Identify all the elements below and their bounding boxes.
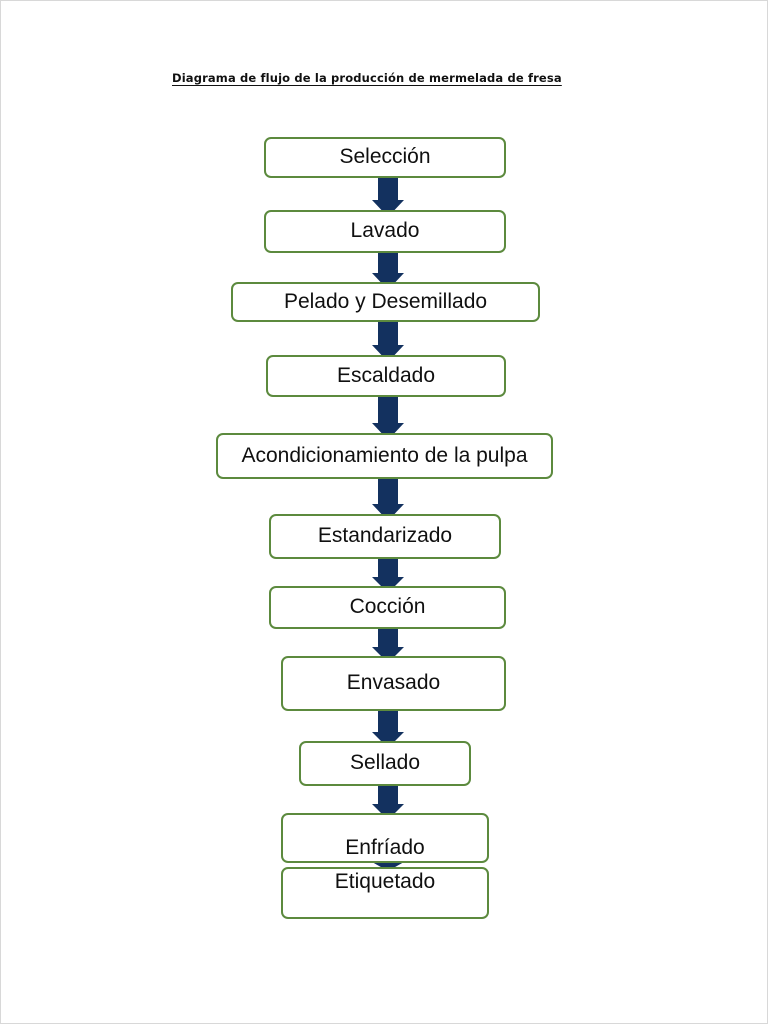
flow-arrow-down-icon <box>372 705 404 748</box>
flow-step-box[interactable]: Etiquetado <box>281 867 489 919</box>
flow-arrow-down-icon <box>372 391 404 440</box>
flow-arrow-down-icon <box>372 553 404 593</box>
flow-arrow-down-icon <box>372 246 404 290</box>
flow-step-box[interactable]: Envasado <box>281 656 506 711</box>
flow-step-label: Pelado y Desemillado <box>283 289 488 313</box>
flow-step-label: Sellado <box>349 751 421 775</box>
flow-step-label: Envasado <box>346 671 441 695</box>
flow-arrow-down-icon <box>372 315 404 362</box>
flow-arrow-down-icon <box>372 171 404 217</box>
flow-step-box[interactable]: Enfríado <box>281 813 489 863</box>
flow-step-box[interactable]: Cocción <box>269 586 506 629</box>
flow-step-box[interactable]: Estandarizado <box>269 514 501 559</box>
flow-step-label: Enfríado <box>345 835 425 859</box>
flow-step-label: Lavado <box>350 219 420 243</box>
flow-step-box[interactable]: Acondicionamiento de la pulpa <box>216 433 553 479</box>
flow-step-box[interactable]: Lavado <box>264 210 506 253</box>
flow-step-box[interactable]: Selección <box>264 137 506 178</box>
flow-step-label: Acondicionamiento de la pulpa <box>241 443 528 467</box>
flow-step-box[interactable]: Escaldado <box>266 355 506 397</box>
flow-step-label: Etiquetado <box>334 870 436 893</box>
flow-arrow-down-icon <box>372 473 404 521</box>
flow-step-label: Estandarizado <box>317 524 453 548</box>
flow-step-label: Cocción <box>349 595 426 619</box>
flow-step-label: Escaldado <box>336 363 436 387</box>
flow-step-box[interactable]: Sellado <box>299 741 471 786</box>
flow-arrow-down-icon <box>372 623 404 663</box>
flow-arrow-down-icon <box>372 780 404 820</box>
flow-step-box[interactable]: Pelado y Desemillado <box>231 282 540 322</box>
page-title: Diagrama de flujo de la producción de me… <box>172 71 562 85</box>
flow-step-label: Selección <box>339 145 431 169</box>
